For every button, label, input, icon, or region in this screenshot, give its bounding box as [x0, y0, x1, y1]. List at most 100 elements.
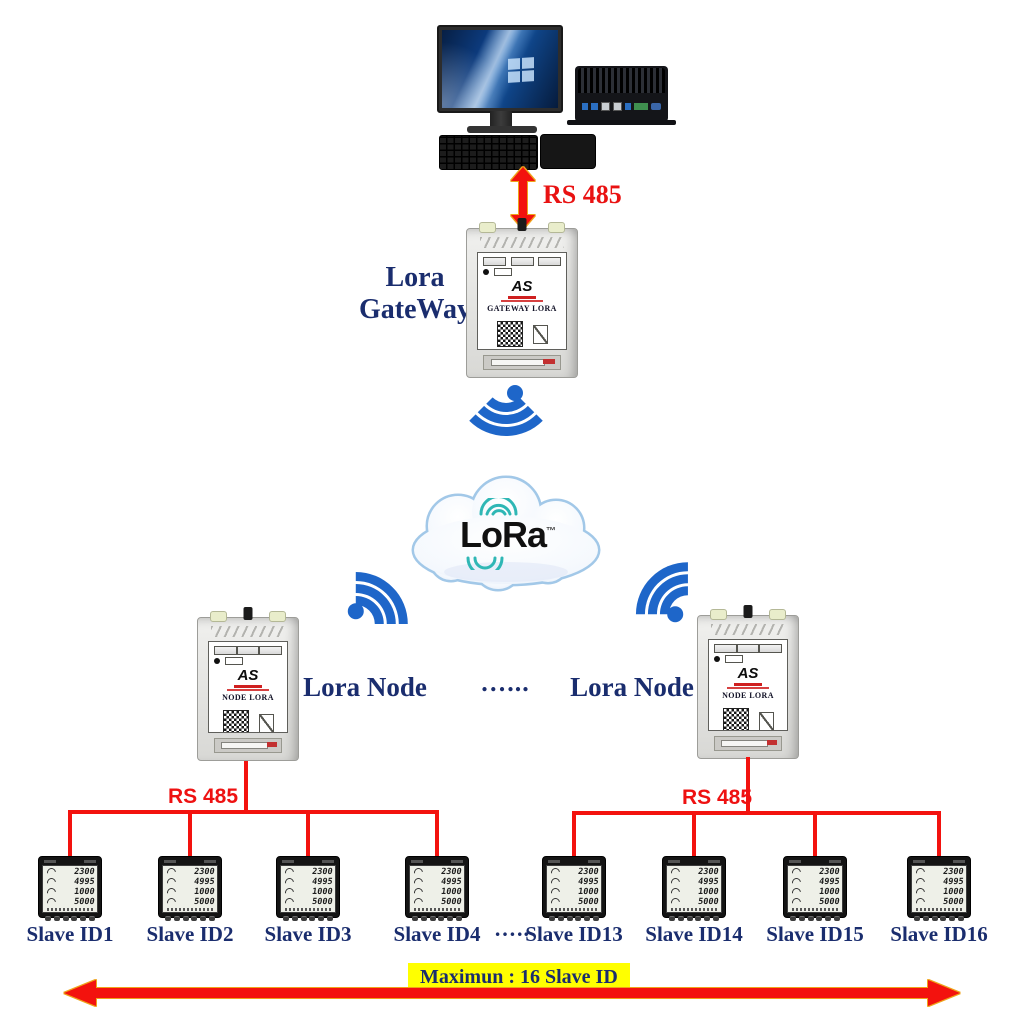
rs485-drop-line [692, 811, 696, 858]
gateway-device-title: GATEWAY LORA [487, 304, 557, 313]
rs485-drop-line [937, 811, 941, 858]
brand-logo: AS [733, 665, 763, 686]
keyboard [439, 135, 538, 170]
node-right-led [714, 656, 720, 662]
rs485-left-label: RS 485 [168, 785, 239, 808]
monitor-base [467, 126, 537, 133]
lora-logo-arcs-top [479, 498, 518, 516]
node-right-button-right [769, 609, 786, 620]
gateway-antenna-connector [517, 218, 527, 231]
windows-desktop-screen [442, 30, 558, 108]
wifi-signal-down-icon [454, 332, 558, 465]
industrial-pc [567, 66, 676, 125]
meter-lcd: 2300 4995 1000 5000 [409, 865, 465, 913]
power-meter-slave15: 2300 4995 1000 5000 [783, 856, 847, 921]
qr-code [496, 321, 523, 347]
meter-lcd: 2300 4995 1000 5000 [162, 865, 218, 913]
node-right-vents [711, 624, 785, 635]
touchpad-tablet [540, 134, 596, 169]
meter-lcd: 2300 4995 1000 5000 [546, 865, 602, 913]
slave-label-id16: Slave ID16 [890, 922, 988, 946]
slave-label-id3: Slave ID3 [264, 922, 352, 946]
lora-logo-arcs-bottom [466, 556, 504, 570]
node-left-antenna [243, 607, 253, 620]
weee-bin-icon [532, 324, 548, 344]
power-meter-slave13: 2300 4995 1000 5000 [542, 856, 606, 921]
gateway-button-left [479, 222, 496, 233]
node-right-device-title: NODE LORA [722, 691, 774, 700]
node-left-terminal-slot [214, 738, 282, 753]
node-left-button-right [269, 611, 286, 622]
rs485-left-bus-line [68, 810, 439, 814]
desktop-monitor [437, 25, 563, 113]
slave-label-id1: Slave ID1 [26, 922, 114, 946]
node-right-caption: Lora Node [570, 672, 694, 702]
lora-logo-text: LoRa™ [460, 514, 556, 555]
slave-label-id4: Slave ID4 [393, 922, 481, 946]
gateway-button-right [548, 222, 565, 233]
rs485-drop-line [68, 810, 72, 858]
lora-node-left-device: AS NODE LORA [197, 607, 299, 761]
rs485-drop-line [435, 810, 439, 858]
node-left-vents [211, 626, 285, 637]
range-double-arrow [64, 980, 960, 1006]
node-right-antenna [743, 605, 753, 618]
windows-logo-icon [508, 57, 535, 83]
gateway-caption-line1: Lora [385, 262, 445, 293]
rs485-right-bus-line [572, 811, 941, 815]
node-left-front-label: AS NODE LORA [208, 641, 288, 733]
slave-label-id14: Slave ID14 [645, 922, 743, 946]
gateway-front-label: AS GATEWAY LORA [477, 252, 567, 350]
node-left-button-left [210, 611, 227, 622]
slave-label-id2: Slave ID2 [146, 922, 234, 946]
meter-lcd: 2300 4995 1000 5000 [42, 865, 98, 913]
power-meter-slave2: 2300 4995 1000 5000 [158, 856, 222, 921]
pc-ports [582, 100, 662, 112]
rs485-uplink-label: RS 485 [543, 180, 622, 209]
gateway-caption: Lora GateWay [330, 262, 500, 326]
node-left-led [214, 658, 220, 664]
node-separator-dots: …... [480, 668, 530, 697]
brand-logo: AS [507, 278, 537, 299]
gateway-caption-line2: GateWay [359, 294, 471, 325]
weee-bin-icon [758, 711, 774, 730]
wifi-signal-right-icon [595, 534, 762, 688]
slave-separator-dots: ….. [494, 916, 530, 941]
max-slaves-tag: Maximun : 16 Slave ID [408, 963, 630, 992]
gateway-vents [480, 237, 564, 248]
lora-node-right-device: AS NODE LORA [697, 605, 799, 759]
power-meter-slave14: 2300 4995 1000 5000 [662, 856, 726, 921]
rs485-left-feeder-line [244, 761, 248, 812]
trademark-symbol: ™ [546, 526, 556, 537]
node-right-front-label: AS NODE LORA [708, 639, 788, 731]
slave-label-id15: Slave ID15 [766, 922, 864, 946]
meter-lcd: 2300 4995 1000 5000 [787, 865, 843, 913]
meter-lcd: 2300 4995 1000 5000 [911, 865, 967, 913]
meter-lcd: 2300 4995 1000 5000 [666, 865, 722, 913]
node-right-button-left [710, 609, 727, 620]
rs485-drop-line [572, 811, 576, 858]
monitor-stand [490, 111, 512, 128]
power-meter-slave3: 2300 4995 1000 5000 [276, 856, 340, 921]
lora-gateway-device: AS GATEWAY LORA [466, 218, 578, 378]
power-meter-slave4: 2300 4995 1000 5000 [405, 856, 469, 921]
rs485-drop-line [188, 810, 192, 858]
rs485-right-label: RS 485 [682, 786, 753, 809]
power-meter-slave1: 2300 4995 1000 5000 [38, 856, 102, 921]
rs485-drop-line [306, 810, 310, 858]
weee-bin-icon [258, 713, 274, 732]
meter-lcd: 2300 4995 1000 5000 [280, 865, 336, 913]
rs485-drop-line [813, 811, 817, 858]
rs485-right-feeder-line [746, 757, 750, 813]
node-left-device-title: NODE LORA [222, 693, 274, 702]
qr-code [722, 708, 749, 730]
slave-label-id13: Slave ID13 [525, 922, 623, 946]
power-meter-slave16: 2300 4995 1000 5000 [907, 856, 971, 921]
gateway-terminal-slot [483, 355, 561, 370]
lora-cloud [411, 475, 601, 592]
brand-logo: AS [233, 667, 263, 688]
gateway-led [483, 269, 489, 275]
qr-code [222, 710, 249, 732]
node-left-caption: Lora Node [303, 672, 427, 702]
